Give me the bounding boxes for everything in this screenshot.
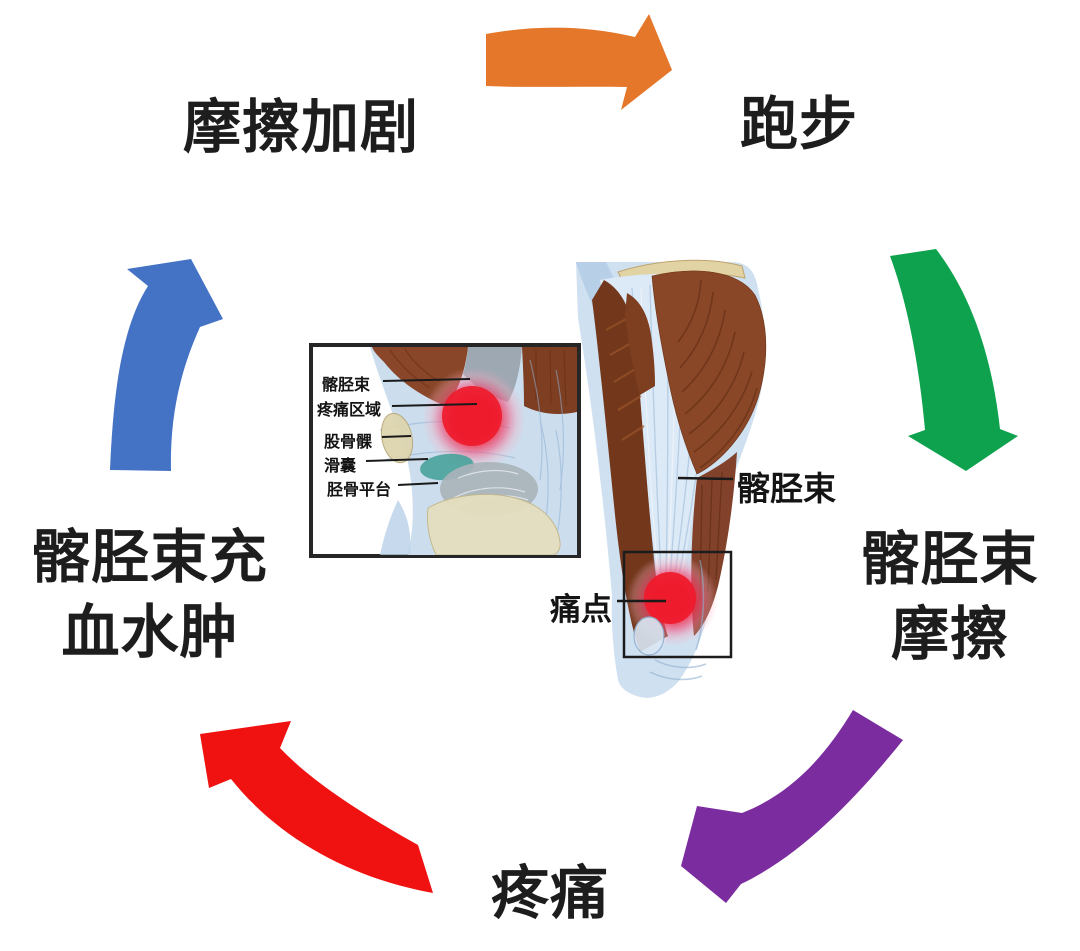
leg-pain-spot — [644, 572, 696, 624]
leg-patella — [633, 616, 665, 656]
inset-tibial-plateau-leader — [397, 482, 439, 486]
cycle-node-itb-friction: 髂胫束 摩擦 — [830, 522, 1070, 673]
cycle-node-friction-worsens: 摩擦加剧 — [182, 95, 419, 160]
leg-illustration — [576, 259, 767, 698]
inset-itb-leader — [382, 378, 471, 382]
itb-edema-line2: 血水肿 — [61, 600, 239, 666]
inset-muscle-right — [522, 347, 577, 414]
knee-inset-illustration — [309, 343, 581, 558]
itb-friction-line2: 摩擦 — [890, 602, 1009, 668]
inset-femoral-condyle-bone — [380, 412, 414, 464]
cycle-arrow-right — [890, 249, 1018, 471]
itb-edema-line1: 髂胫束充 — [31, 525, 268, 590]
inset-label-itb: 髂胫束 — [322, 377, 371, 394]
cycle-arrow-bottom-left — [200, 721, 433, 893]
inset-leader-lines — [365, 378, 478, 486]
gluteal-striations — [677, 279, 758, 469]
cycle-node-pain: 疼痛 — [490, 861, 609, 926]
inset-femoral-condyle-leader — [381, 435, 412, 438]
inset-bursa-leader — [365, 458, 429, 462]
cycle-arrow-bottom-right — [681, 710, 903, 903]
cycle-arrow-top — [486, 14, 672, 110]
inset-tibia-bone — [426, 493, 561, 555]
itb-friction-line1: 髂胫束 — [861, 527, 1039, 592]
inset-shin-blue — [380, 500, 411, 555]
inset-pain-core — [442, 386, 502, 446]
inset-label-bursa: 滑囊 — [324, 458, 357, 475]
cycle-node-running: 跑步 — [739, 92, 858, 157]
knee-focus-rectangle — [622, 550, 733, 659]
inset-label-pain-area: 疼痛区域 — [317, 402, 382, 419]
knee-texture — [649, 559, 707, 681]
inset-label-tibial-plateau: 胫骨平台 — [327, 482, 392, 499]
leg-gluteal-muscle — [651, 270, 767, 475]
inset-label-femoral-condyle: 股骨髁 — [324, 434, 373, 451]
leg-label-pain-point: 痛点 — [550, 592, 612, 627]
leg-tensor-muscle — [625, 293, 655, 395]
leg-itb-leader-line — [677, 476, 734, 481]
leg-label-itb: 髂胫束 — [737, 470, 836, 507]
cycle-arrow-left — [110, 259, 223, 471]
cycle-node-itb-edema: 髂胫束充 血水肿 — [10, 520, 290, 671]
leg-hamstring-muscle — [592, 280, 668, 652]
inset-pain-area-leader — [391, 403, 478, 407]
